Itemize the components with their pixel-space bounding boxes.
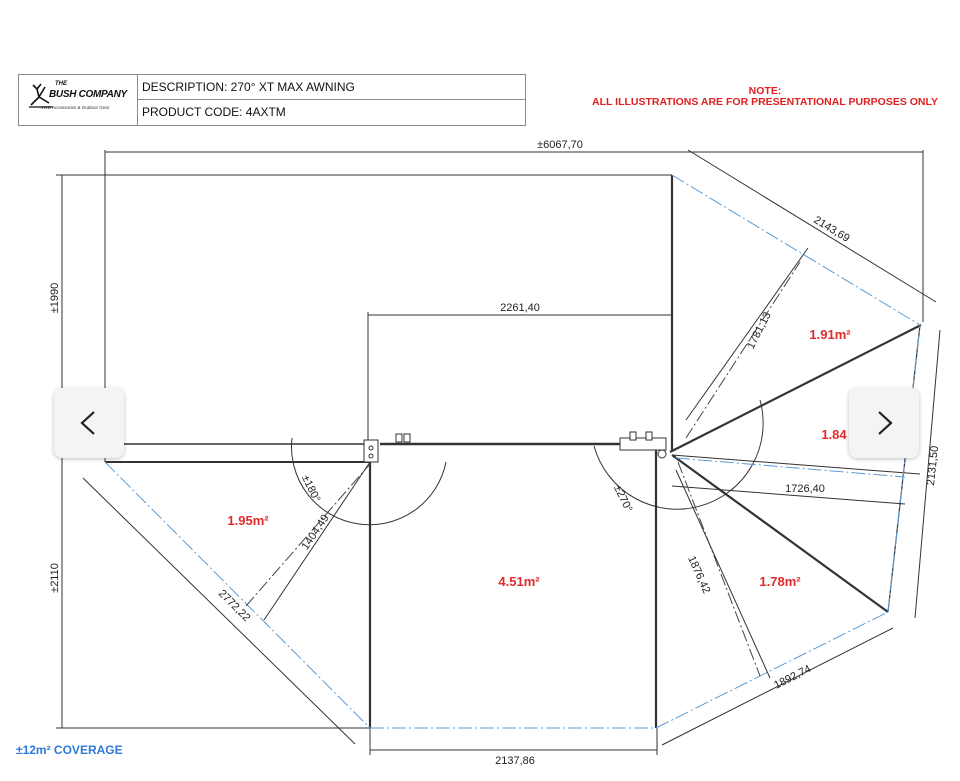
dimension-line-right-edge xyxy=(914,329,941,619)
bracket xyxy=(395,433,403,443)
blue-centerline xyxy=(675,457,906,478)
description-text: DESCRIPTION: 270° XT MAX AWNING xyxy=(142,80,355,94)
extension-line xyxy=(671,454,921,475)
blue-centerline xyxy=(887,324,921,613)
dim-height-lower: ±2110 xyxy=(49,563,61,593)
note-text: ALL ILLUSTRATIONS ARE FOR PRESENTATIONAL… xyxy=(592,96,938,108)
hinge-left xyxy=(363,439,379,463)
product-code-text: PRODUCT CODE: 4AXTM xyxy=(142,105,286,119)
logo-company-name: BUSH COMPANY xyxy=(49,89,127,100)
next-image-button[interactable] xyxy=(849,388,919,458)
dim-front-width: 2137,86 xyxy=(495,755,535,767)
dimension-line-top-radius xyxy=(685,247,809,421)
blue-centerline xyxy=(655,611,889,729)
dim-angle-left: ±180° xyxy=(299,473,322,504)
hinge-bolt xyxy=(368,453,374,459)
product-code-cell: PRODUCT CODE: 4AXTM xyxy=(138,100,525,125)
logo-tagline: 4WD Accessories & Outdoor Gear xyxy=(41,105,110,110)
dim-overall-width: ±6067,70 xyxy=(537,139,583,151)
chevron-right-icon xyxy=(878,411,893,435)
dimension-line-lower-edge xyxy=(661,627,894,746)
hinge-pivot xyxy=(657,449,667,459)
dim-left-radius: 1404,49 xyxy=(299,512,331,552)
dimension-line-left-diagonal xyxy=(82,477,356,745)
angle-arc-right xyxy=(593,399,764,510)
chevron-left-icon xyxy=(80,411,95,435)
radius-centerline xyxy=(677,461,761,677)
dim-wing-right-radius: 1726,40 xyxy=(785,483,825,495)
radius-centerline xyxy=(685,261,801,439)
bracket xyxy=(645,431,653,441)
bracket xyxy=(629,431,637,441)
dim-left-diagonal: 2772,22 xyxy=(216,588,253,625)
dim-inner-span: 2261,40 xyxy=(500,302,540,314)
area-right: 1.84 xyxy=(821,427,847,442)
previous-image-button[interactable] xyxy=(54,388,124,458)
dimension-line-lower-radius xyxy=(675,469,771,679)
arm-lower xyxy=(671,454,889,613)
dimension-line-left-radius xyxy=(263,461,371,621)
title-block: THE BUSH COMPANY 4WD Accessories & Outdo… xyxy=(18,74,526,126)
bracket xyxy=(403,433,411,443)
hinge-right xyxy=(619,437,667,451)
logo-the: THE xyxy=(55,81,67,87)
presentation-note: NOTE: ALL ILLUSTRATIONS ARE FOR PRESENTA… xyxy=(560,86,960,108)
blue-centerline xyxy=(671,174,921,326)
angle-arc-left xyxy=(291,437,447,526)
area-lower-right: 1.78m² xyxy=(759,574,801,589)
description-cell: DESCRIPTION: 270° XT MAX AWNING xyxy=(138,75,525,100)
dimension-line-right-radius xyxy=(671,485,906,505)
dim-wing-lower-radius: 1876,42 xyxy=(685,554,712,595)
area-center: 4.51m² xyxy=(498,574,540,589)
company-logo: THE BUSH COMPANY 4WD Accessories & Outdo… xyxy=(19,75,138,125)
coverage-label: ±12m² COVERAGE xyxy=(16,743,123,757)
arm-top xyxy=(669,324,922,453)
dimension-line-top-edge xyxy=(687,149,937,303)
area-top-right: 1.91m² xyxy=(809,327,851,342)
area-left: 1.95m² xyxy=(227,513,269,528)
radius-centerline xyxy=(245,463,371,607)
dim-wing-right-edge: 2131,50 xyxy=(925,445,941,486)
antler-logo-icon xyxy=(29,83,53,108)
hinge-bolt xyxy=(368,445,374,451)
blue-centerline xyxy=(104,461,371,729)
dim-height-upper: ±1990 xyxy=(49,283,61,314)
note-heading: NOTE: xyxy=(748,85,782,97)
dim-angle-right: ±270° xyxy=(611,483,634,514)
